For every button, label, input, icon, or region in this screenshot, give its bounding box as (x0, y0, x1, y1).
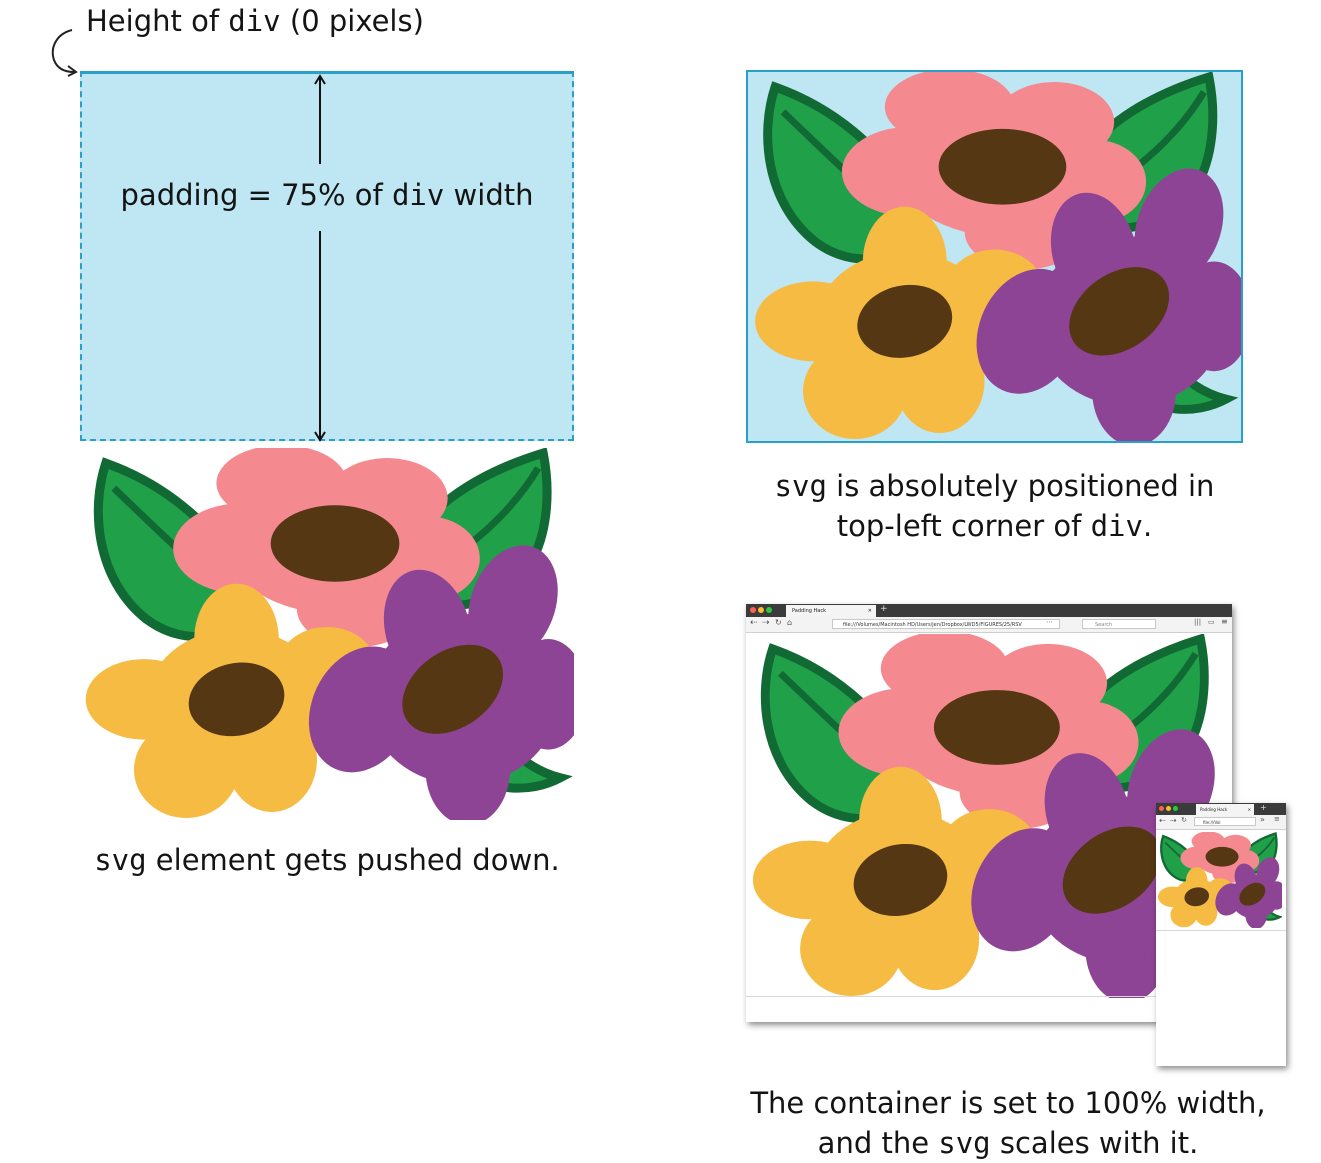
overflow-icon[interactable]: » (1260, 815, 1265, 824)
url-bar[interactable]: file:///Volumes/Macintosh HD/Users/jen/D… (832, 619, 1060, 629)
menu-icon[interactable]: ≡ (1274, 815, 1280, 823)
flowers-illustration-small (1158, 832, 1282, 928)
reload-icon[interactable]: ↻ (775, 618, 782, 627)
url-bar[interactable]: file:///Vol (1194, 817, 1256, 826)
browser-small-toolbar: ⇠ ⇢ ↻ file:///Vol » ≡ (1156, 815, 1286, 830)
maximize-dot-icon[interactable] (1173, 806, 1178, 811)
library-icon[interactable]: ||| (1194, 618, 1202, 626)
close-dot-icon[interactable] (1159, 806, 1164, 811)
new-tab-icon[interactable]: + (1260, 803, 1267, 812)
flowers-illustration-pushed (80, 448, 574, 820)
padding-box (80, 71, 574, 441)
browser-tab[interactable]: Padding Hack ✕ (786, 605, 876, 617)
search-input[interactable]: Search (1082, 619, 1156, 629)
close-dot-icon[interactable] (750, 607, 756, 613)
forward-icon[interactable]: ⇢ (762, 618, 770, 628)
browser-window-large: Padding Hack ✕ + ⇠ ⇢ ↻ ⌂ file:///Volumes… (746, 604, 1232, 1022)
minimize-dot-icon[interactable] (1166, 806, 1171, 811)
padding-height-arrow-icon (314, 74, 326, 442)
tab-close-icon[interactable]: ✕ (867, 608, 872, 614)
left-caption: svg element gets pushed down. (94, 843, 560, 877)
browser-toolbar: ⇠ ⇢ ↻ ⌂ file:///Volumes/Macintosh HD/Use… (746, 617, 1232, 633)
reload-icon[interactable]: ↻ (1181, 816, 1187, 824)
sidebar-icon[interactable]: ▭ (1208, 618, 1215, 626)
height-of-div-label: Height of div (0 pixels) (86, 4, 424, 38)
back-icon[interactable]: ⇠ (1159, 816, 1166, 825)
menu-icon[interactable]: ≡ (1221, 617, 1228, 626)
forward-icon[interactable]: ⇢ (1170, 816, 1177, 825)
tab-close-icon[interactable]: ✕ (1247, 807, 1251, 812)
back-icon[interactable]: ⇠ (750, 618, 758, 628)
new-tab-icon[interactable]: + (880, 604, 888, 614)
bottom-caption: The container is set to 100% width, and … (750, 1086, 1266, 1160)
right-top-caption: svg is absolutely positioned in top-left… (774, 469, 1215, 543)
browser-small-tab[interactable]: Padding Hack ✕ (1196, 804, 1254, 815)
absolute-positioned-box (746, 70, 1243, 443)
minimize-dot-icon[interactable] (758, 607, 764, 613)
home-icon[interactable]: ⌂ (787, 618, 793, 627)
padding-label: padding = 75% of div width (120, 178, 534, 212)
browser-titlebar: Padding Hack ✕ + (746, 604, 1232, 617)
flowers-illustration-absolute (748, 72, 1241, 441)
curved-arrow-icon (51, 29, 78, 77)
maximize-dot-icon[interactable] (766, 607, 772, 613)
content-divider (746, 996, 1232, 997)
more-icon[interactable]: ⋯ (1046, 618, 1053, 626)
content-divider (1156, 930, 1286, 931)
browser-window-small: Padding Hack ✕ + ⇠ ⇢ ↻ file:///Vol » ≡ (1156, 803, 1286, 1066)
browser-small-titlebar: Padding Hack ✕ + (1156, 803, 1286, 815)
